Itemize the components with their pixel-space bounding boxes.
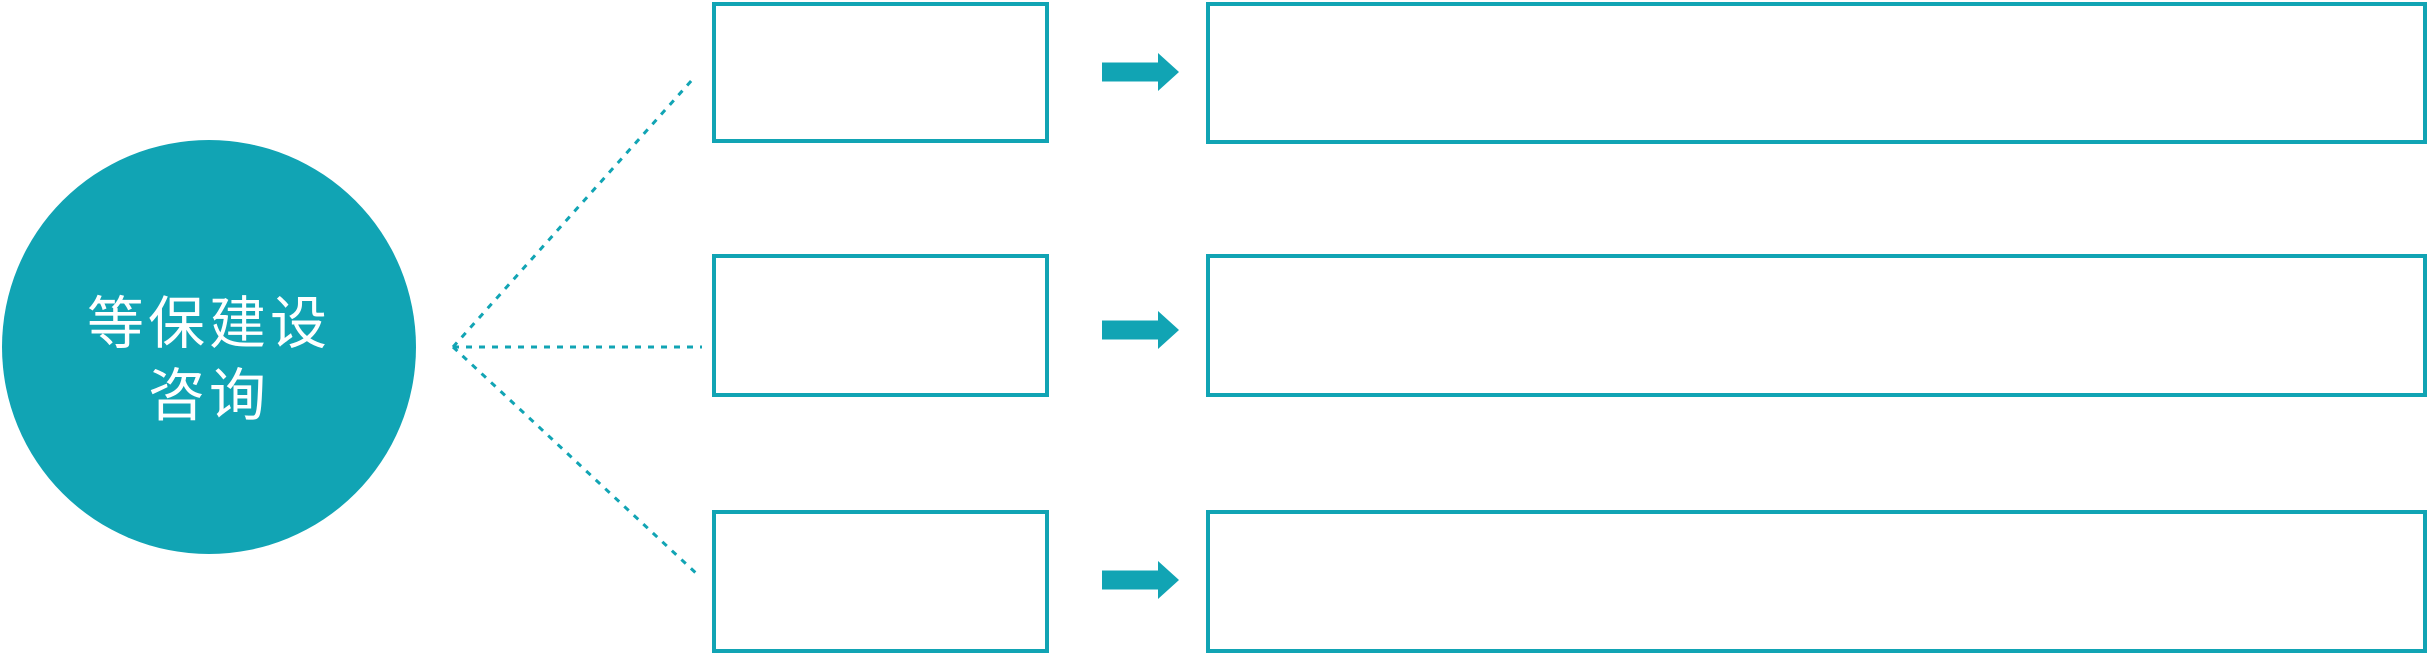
detail-box-3 [1206, 510, 2427, 653]
branch-box-3 [712, 510, 1049, 653]
right-arrow-icon [1102, 561, 1179, 599]
hub-label-line1: 等保建设 [87, 292, 331, 356]
dotted-connector-bottom [451, 345, 700, 577]
detail-box-2 [1206, 254, 2427, 397]
hub-circle: 等保建设 咨询 [2, 140, 416, 554]
detail-box-1 [1206, 2, 2427, 144]
branch-box-2 [712, 254, 1049, 397]
right-arrow-icon [1102, 311, 1179, 349]
dotted-connector-top [451, 78, 694, 349]
right-arrow-icon [1102, 53, 1179, 91]
branch-box-1 [712, 2, 1049, 143]
hub-label-line2: 咨询 [148, 364, 270, 428]
